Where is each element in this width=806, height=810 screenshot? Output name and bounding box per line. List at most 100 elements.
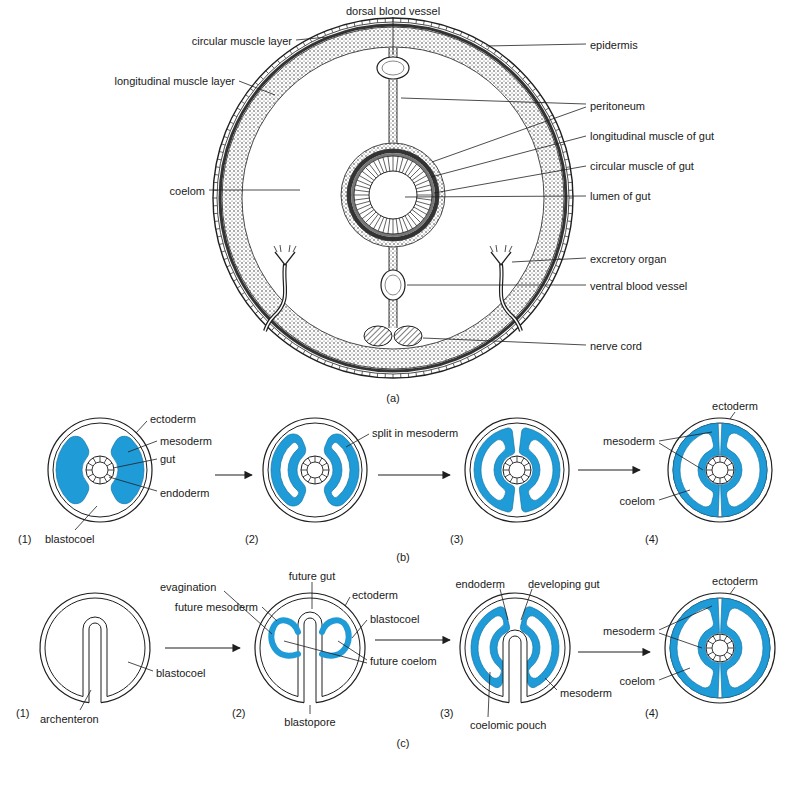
leader-line bbox=[730, 587, 735, 594]
epidermis-cell bbox=[481, 42, 483, 45]
part-label: dorsal blood vessel bbox=[346, 5, 440, 18]
leader-line bbox=[262, 607, 277, 621]
epidermis-cell bbox=[423, 21, 425, 25]
archenteron-lumen bbox=[304, 618, 316, 703]
epidermis-cell bbox=[566, 228, 570, 230]
stage-arrow bbox=[378, 474, 450, 475]
label-anchor: longitudinal muscle of gut bbox=[590, 126, 714, 144]
nephrostome bbox=[491, 252, 511, 265]
epidermis-cell bbox=[237, 108, 240, 110]
gut-epithelium-cell bbox=[378, 159, 384, 173]
label-anchor: evagination bbox=[160, 577, 216, 595]
endoderm-cell bbox=[301, 470, 307, 471]
epidermis-cell bbox=[569, 205, 573, 206]
label-anchor: future coelom bbox=[370, 651, 437, 669]
epidermis-cell bbox=[224, 258, 228, 259]
stage-number: (2) bbox=[232, 707, 245, 720]
epidermis-cell bbox=[331, 363, 332, 367]
epidermis-cell bbox=[533, 305, 536, 307]
ectoderm-outer bbox=[263, 418, 367, 522]
epidermis-cell bbox=[213, 198, 217, 199]
epidermis-cell bbox=[266, 71, 269, 74]
gut-epithelium-cell bbox=[388, 156, 390, 171]
epidermis-cell bbox=[377, 19, 378, 23]
leader-line bbox=[488, 672, 490, 717]
gut-epithelium-cell bbox=[414, 207, 427, 215]
epidermis-cell bbox=[324, 32, 326, 36]
label-anchor: (a) bbox=[386, 388, 399, 406]
epidermis-cell bbox=[408, 373, 409, 377]
label-anchor: blastocoel bbox=[45, 529, 95, 547]
label-anchor: circular muscle of gut bbox=[590, 156, 694, 174]
part-label: blastocoel bbox=[45, 533, 95, 546]
gut-epithelium-cell bbox=[399, 218, 403, 232]
part-label: coelom bbox=[620, 495, 655, 508]
nephrostome-cilium bbox=[293, 246, 296, 252]
panel-letter: (a) bbox=[386, 392, 399, 405]
part-label: developing gut bbox=[528, 578, 600, 591]
gut-epithelium-cell bbox=[402, 217, 408, 231]
part-label: nerve cord bbox=[590, 340, 642, 353]
endoderm-cell bbox=[319, 458, 322, 463]
gut-longitudinal-muscle bbox=[347, 149, 439, 241]
gut-lumen bbox=[92, 462, 108, 478]
label-anchor: ectoderm bbox=[712, 396, 758, 414]
gut-epithelium-cell bbox=[357, 204, 371, 210]
coelom-space bbox=[727, 433, 760, 507]
ectoderm-inner bbox=[53, 423, 147, 517]
label-anchor: circular muscle layer bbox=[192, 31, 292, 49]
label-anchor: (3) bbox=[440, 703, 453, 721]
epidermis-cell bbox=[213, 205, 217, 206]
epidermis-cell bbox=[354, 22, 356, 26]
stage-number: (4) bbox=[645, 533, 658, 546]
epidermis-inner bbox=[217, 22, 569, 374]
gut-epithelium-cell bbox=[369, 164, 378, 176]
epidermis-cell bbox=[215, 174, 219, 176]
endoderm-cell bbox=[104, 458, 107, 463]
ectoderm-inner bbox=[268, 423, 362, 517]
epidermis-cell bbox=[250, 88, 253, 90]
epidermis-cell bbox=[549, 279, 553, 281]
ectoderm-outer bbox=[40, 593, 150, 703]
epidermis-cell bbox=[439, 368, 440, 372]
mesoderm-block bbox=[111, 436, 144, 503]
coelom-space bbox=[677, 608, 713, 688]
epidermis-cell bbox=[277, 333, 280, 336]
epidermis-cell bbox=[563, 151, 567, 152]
endoderm-cell bbox=[720, 456, 721, 462]
epidermis-cell bbox=[233, 115, 237, 117]
circular-muscle-ring bbox=[220, 25, 566, 371]
endoderm-cell bbox=[505, 474, 510, 477]
label-anchor: archenteron bbox=[40, 709, 99, 727]
epidermis-cell bbox=[467, 358, 469, 362]
nephridium-tube bbox=[265, 264, 285, 331]
part-label: peritoneum bbox=[590, 100, 645, 113]
leader-line bbox=[521, 589, 532, 620]
gut-epithelium-cell bbox=[399, 157, 403, 171]
epidermis-cell bbox=[215, 220, 219, 222]
ectoderm-outer bbox=[460, 593, 570, 703]
nerve-cord-lobe bbox=[364, 326, 392, 346]
epidermis-cell bbox=[565, 236, 569, 238]
endoderm-cell bbox=[706, 470, 712, 471]
epidermis-cell bbox=[567, 220, 571, 222]
ectoderm-inner bbox=[470, 423, 564, 517]
leader-line bbox=[284, 641, 367, 663]
epidermis-cell bbox=[271, 328, 274, 331]
label-anchor: endoderm bbox=[160, 483, 210, 501]
endoderm-cell bbox=[727, 652, 732, 655]
leader-line bbox=[128, 441, 157, 452]
part-label: longitudinal muscle of gut bbox=[590, 130, 714, 143]
label-anchor: excretory organ bbox=[590, 249, 666, 267]
epidermis-cell bbox=[494, 342, 496, 345]
mesoderm-split bbox=[280, 442, 299, 497]
nephrostome-cilium bbox=[289, 245, 290, 252]
leader-line bbox=[401, 98, 586, 104]
endoderm-cell bbox=[708, 474, 713, 477]
endoderm-cell bbox=[315, 456, 316, 462]
gut-epithelium-cell bbox=[393, 156, 394, 171]
gut-lumen bbox=[307, 462, 323, 478]
gut-epithelium-cell bbox=[365, 167, 376, 178]
label-anchor: future gut bbox=[289, 566, 335, 584]
